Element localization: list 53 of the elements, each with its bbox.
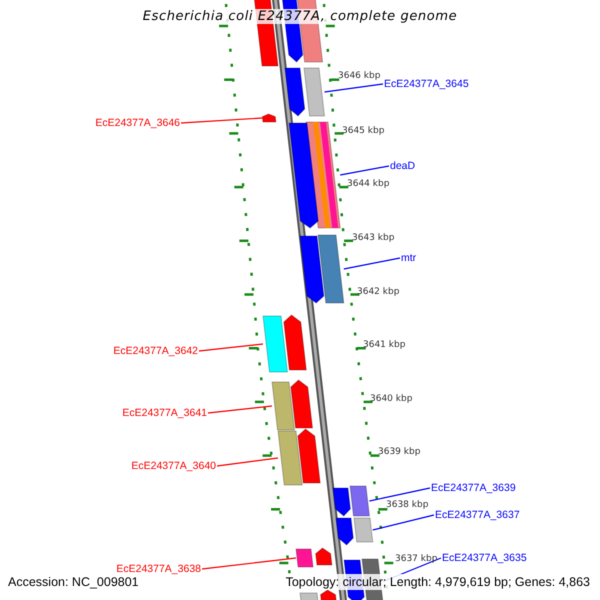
gene-label: EcE24377A_3639 <box>431 482 516 494</box>
gene-feature <box>283 314 307 370</box>
scale-label: 3644 kbp <box>347 179 390 189</box>
scale-label: 3645 kbp <box>342 126 384 136</box>
leader-line <box>344 257 400 270</box>
leader-line <box>208 405 272 414</box>
title: Escherichia coli E24377A, complete genome <box>140 9 460 24</box>
scale-label: 3646 kbp <box>338 71 380 81</box>
scale-label: 3639 kbp <box>378 447 420 457</box>
gene-label: EcE24377A_3635 <box>442 552 527 564</box>
scale-label: 3641 kbp <box>363 340 406 350</box>
leader-line <box>369 487 430 502</box>
gene-label: EcE24377A_3637 <box>435 509 520 521</box>
gene-feature <box>335 518 354 546</box>
gene-feature <box>284 68 306 117</box>
gene-label: deaD <box>390 160 416 172</box>
leader-line <box>324 83 384 93</box>
scale-label: 3643 kbp <box>352 233 394 243</box>
gene-label: EcE24377A_3640 <box>131 460 216 472</box>
gene-feature <box>317 234 344 304</box>
gene-feature <box>315 547 333 566</box>
gene-feature <box>262 113 276 122</box>
gene-feature <box>353 518 374 542</box>
gene-label: mtr <box>401 252 416 264</box>
gene-feature <box>295 548 314 568</box>
leader-line <box>372 514 434 531</box>
footer-text: Topology: circular; Length: 4,979,619 bp; Genes: 4,863 <box>286 574 590 590</box>
gene-label: EcE24377A_3645 <box>384 78 469 90</box>
gene-feature <box>303 68 326 116</box>
gene-feature <box>277 430 303 486</box>
footer-text: Accession: NC_009801 <box>8 574 139 590</box>
gene-feature <box>288 122 319 229</box>
gene-feature <box>299 236 324 304</box>
leader-line <box>340 165 390 176</box>
gene-feature <box>299 592 319 600</box>
scale-label: 3637 kbp <box>395 554 438 564</box>
leader-line <box>216 457 278 467</box>
scale-label: 3638 kbp <box>386 500 428 510</box>
scale-label: 3640 kbp <box>370 394 412 404</box>
gene-label: EcE24377A_3641 <box>122 407 207 419</box>
gene-feature <box>262 316 288 372</box>
gene-label: EcE24377A_3642 <box>113 345 198 357</box>
gene-label: EcE24377A_3638 <box>116 563 201 575</box>
gene-feature <box>297 428 321 484</box>
gene-feature <box>290 379 314 428</box>
leader-line <box>202 557 296 570</box>
leader-line <box>198 343 264 352</box>
leader-line <box>180 117 262 124</box>
gene-label: EcE24377A_3646 <box>95 117 180 129</box>
gene-feature <box>332 488 351 517</box>
gene-feature <box>349 486 370 516</box>
gene-feature <box>271 382 296 430</box>
scale-label: 3642 kbp <box>357 287 400 297</box>
